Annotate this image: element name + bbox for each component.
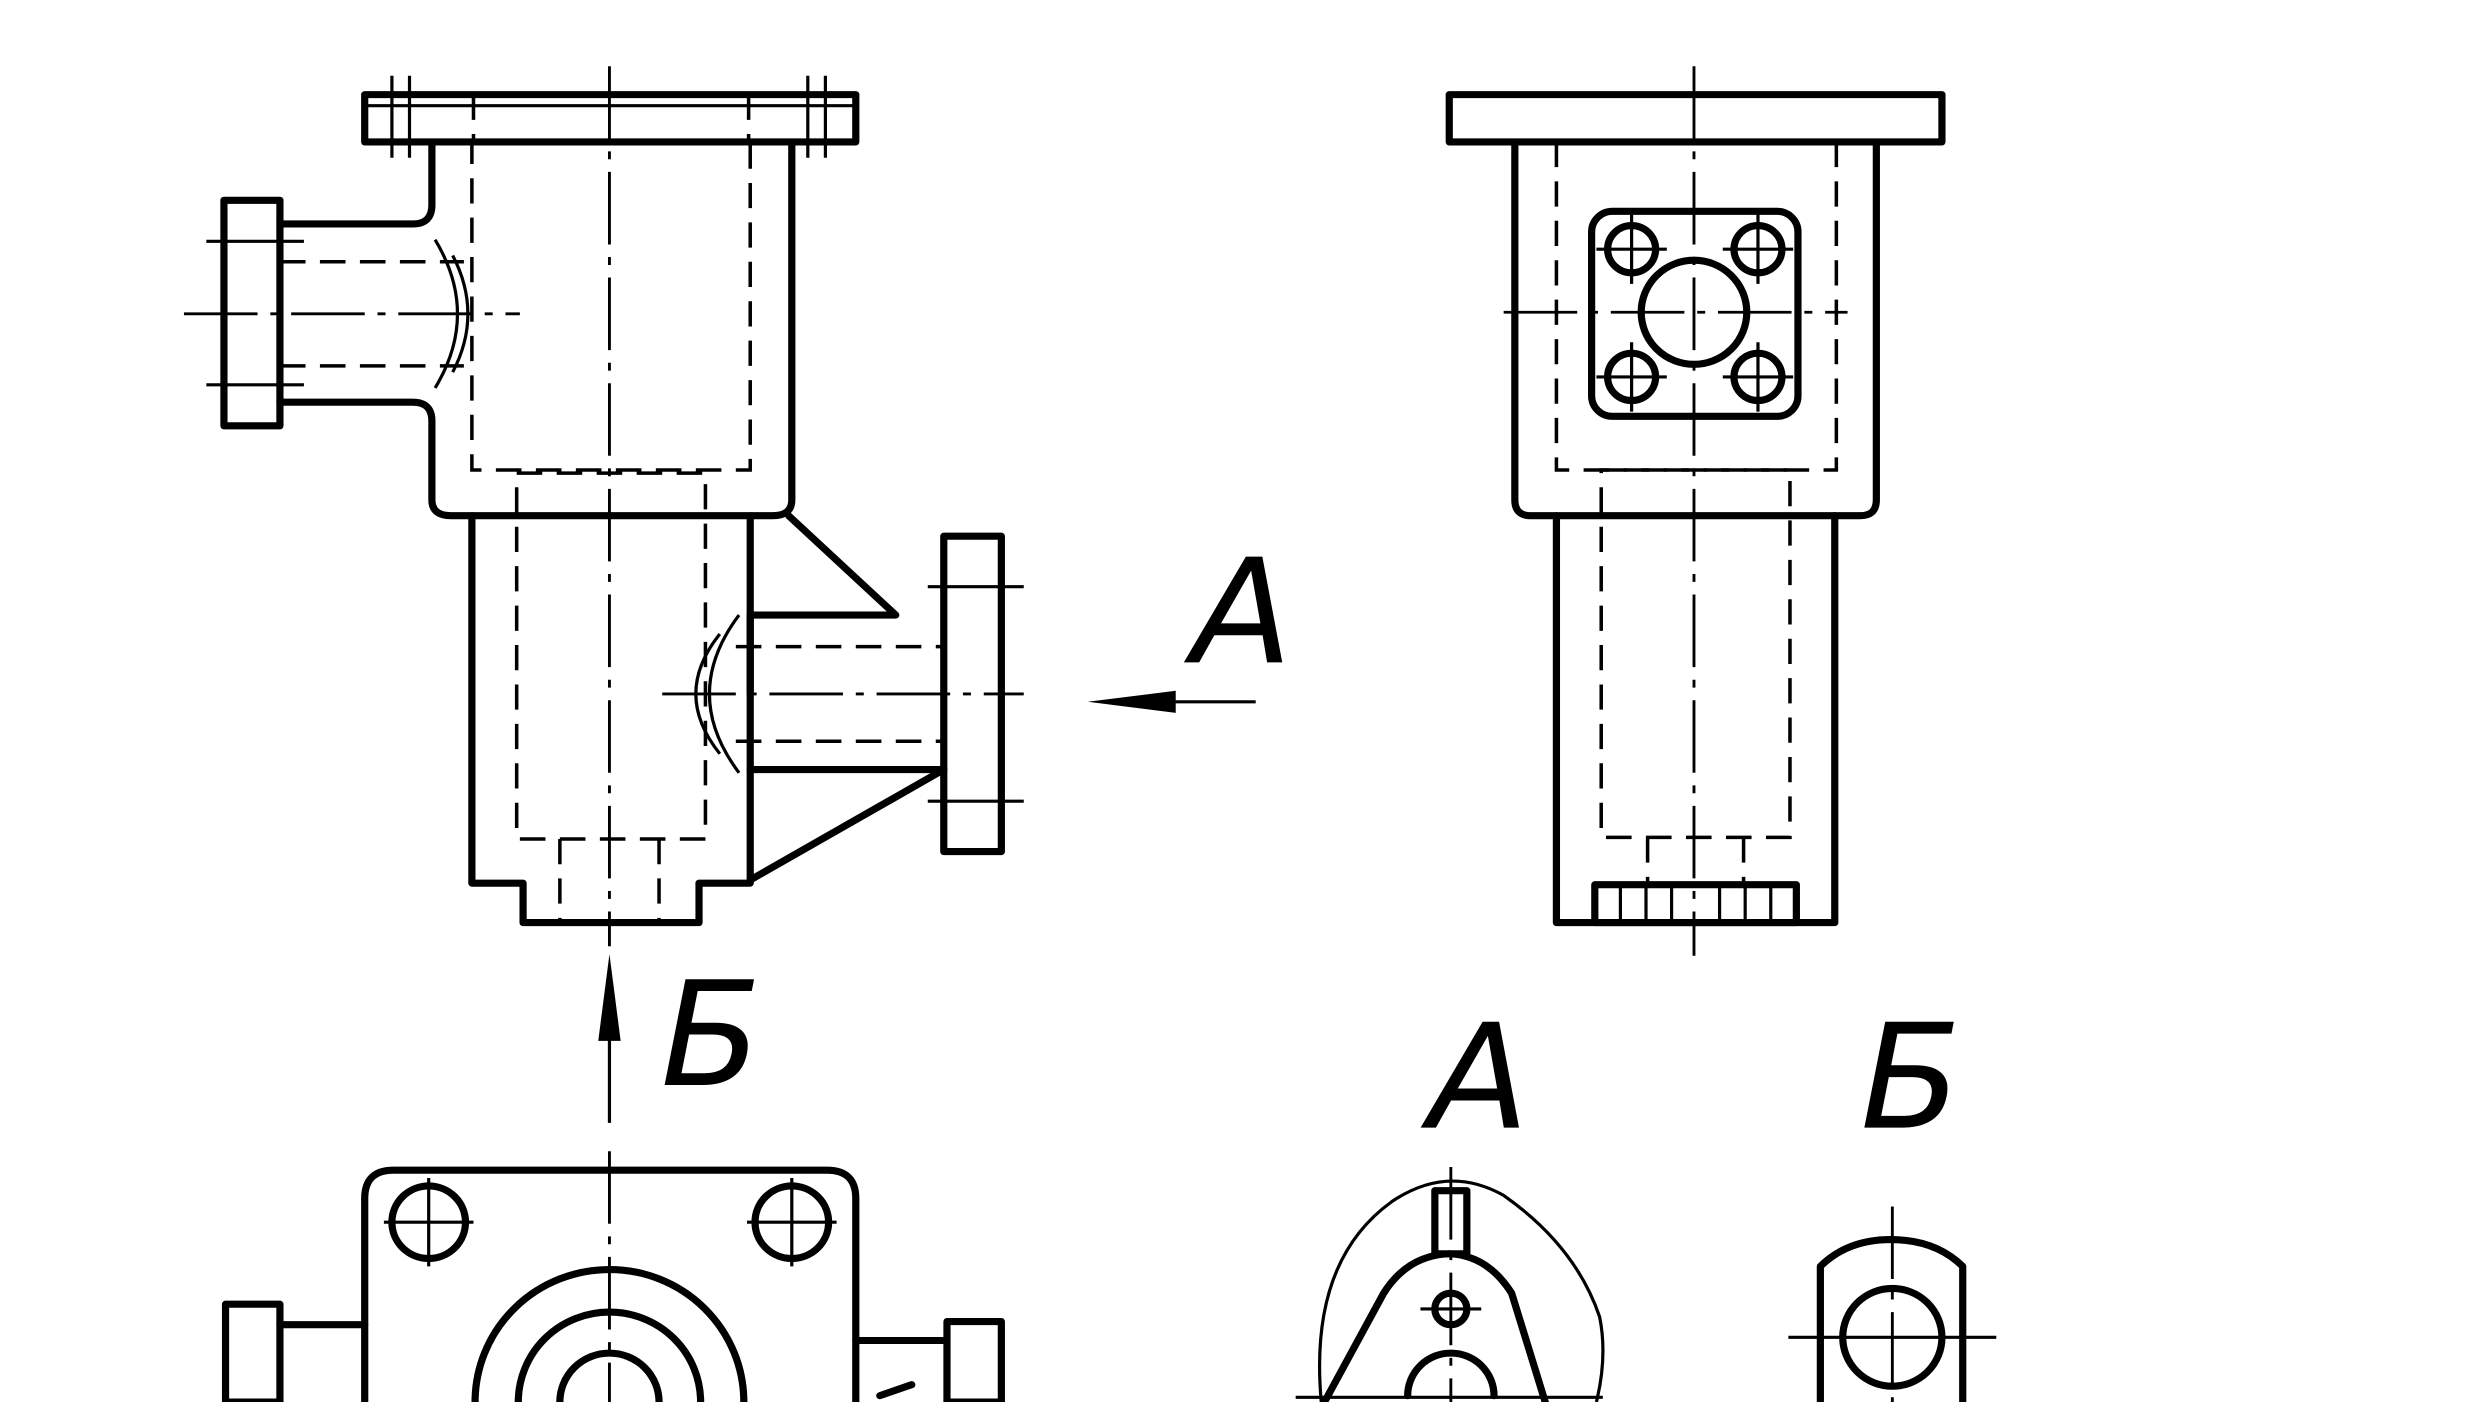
view-arrow-a-label: A — [1184, 528, 1293, 697]
view-a-title: A — [1420, 994, 1529, 1163]
side-view — [1445, 66, 1946, 956]
front-view — [183, 66, 1024, 947]
view-arrow-a: A — [1087, 528, 1293, 713]
view-arrow-b-label: Б — [661, 951, 762, 1120]
top-view — [221, 1151, 1005, 1402]
view-arrow-b: Б — [598, 951, 762, 1123]
view-b: Б — [1788, 994, 1997, 1402]
view-a: A — [1295, 994, 1605, 1402]
view-b-title: Б — [1860, 994, 1961, 1163]
